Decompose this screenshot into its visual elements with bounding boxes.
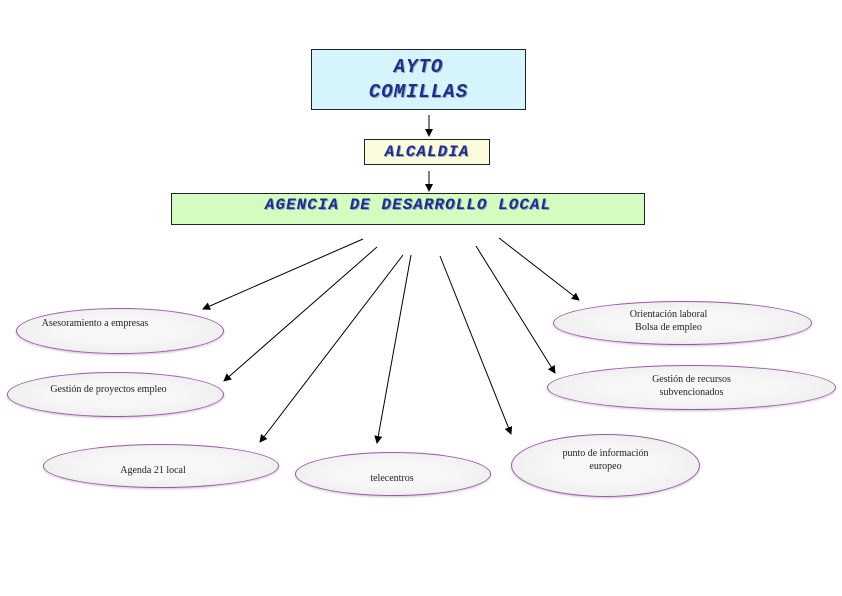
node-orientacion-laboral: Orientación laboral Bolsa de empleo <box>553 301 812 345</box>
arrow-to-punto-info <box>439 255 513 435</box>
node-label: telecentros <box>370 472 414 484</box>
arrow-to-gestion-proyectos <box>223 246 378 382</box>
node-label-line2: europeo <box>589 460 622 472</box>
node-label: Agenda 21 local <box>120 464 186 476</box>
arrow-to-asesoramiento <box>202 238 364 310</box>
alcaldia-label: ALCALDIA <box>384 143 470 161</box>
node-punto-informacion: punto de información europeo <box>511 434 700 497</box>
ayto-comillas-box: AYTO COMILLAS <box>311 49 526 110</box>
ayto-label-line2: COMILLAS <box>368 80 469 103</box>
node-label-line1: Gestión de recursos <box>652 373 731 385</box>
node-telecentros: telecentros <box>295 452 491 496</box>
node-label-line2: subvencionados <box>659 386 724 398</box>
ayto-label-line1: AYTO <box>393 55 444 78</box>
node-gestion-proyectos: Gestión de proyectos empleo <box>7 372 224 417</box>
node-asesoramiento: Asesoramiento a empresas <box>16 308 224 354</box>
node-agenda21: Agenda 21 local <box>43 444 279 488</box>
arrow-to-orientacion <box>498 237 580 301</box>
node-label-line1: punto de información <box>562 447 649 459</box>
arrow-to-recursos <box>475 245 556 374</box>
arrow-to-agenda21 <box>259 254 404 443</box>
arrow-to-telecentros <box>374 254 412 444</box>
agencia-label: AGENCIA DE DESARROLLO LOCAL <box>264 196 552 214</box>
agencia-desarrollo-local-box: AGENCIA DE DESARROLLO LOCAL <box>171 193 645 225</box>
node-label: Asesoramiento a empresas <box>41 317 149 329</box>
node-gestion-recursos: Gestión de recursos subvencionados <box>547 365 836 410</box>
node-label: Gestión de proyectos empleo <box>50 384 167 395</box>
node-label-line1: Orientación laboral <box>629 309 708 320</box>
node-label-line2: Bolsa de empleo <box>635 322 702 333</box>
alcaldia-box: ALCALDIA <box>364 139 490 165</box>
